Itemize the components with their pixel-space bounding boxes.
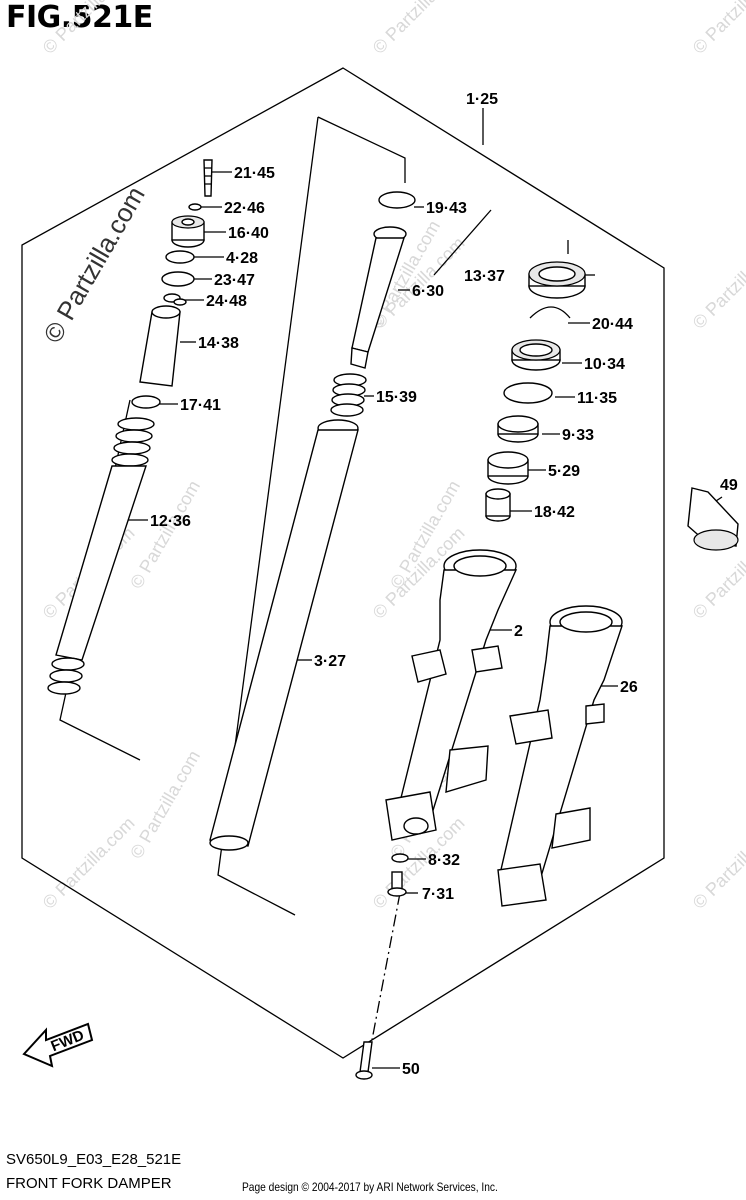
outer-tube-group-boundary (433, 209, 492, 276)
spring-seat-part (161, 271, 195, 287)
oil-seal-retainer-part (503, 382, 553, 404)
callout-2: 2 (514, 623, 523, 640)
callout-3: 3·27 (314, 653, 346, 670)
damper-rod-bolt-part (387, 871, 407, 897)
gasket-part (391, 853, 409, 863)
slide-metal-part (487, 451, 529, 485)
watermark: © Partzilla.com (39, 813, 139, 913)
spring-washer-part (131, 395, 161, 409)
reflector-part (687, 487, 739, 551)
washer-part (165, 250, 195, 264)
oil-seal-part (511, 339, 561, 371)
fork-spring-part (47, 417, 155, 695)
callout-1: 1·25 (466, 91, 498, 108)
figure-name: FRONT FORK DAMPER (6, 1175, 172, 1192)
callout-20: 20·44 (592, 316, 633, 333)
dust-seal-part (528, 261, 586, 299)
rebound-spring-part (330, 373, 367, 417)
oil-lock-piece-part (485, 488, 511, 522)
callout-15: 15·39 (376, 389, 417, 406)
callout-7: 7·31 (422, 886, 454, 903)
callout-14: 14·38 (198, 335, 239, 352)
callout-9: 9·33 (562, 427, 594, 444)
callout-19: 19·43 (426, 200, 467, 217)
callout-10: 10·34 (584, 356, 625, 373)
damper-group-boundary (317, 116, 406, 183)
callout-11: 11·35 (577, 390, 617, 407)
callout-23: 23·47 (214, 272, 255, 289)
watermark: © Partzilla.com (689, 0, 746, 58)
callout-4: 4·28 (226, 250, 258, 267)
watermark: © Partzilla.com (689, 233, 746, 333)
watermark-large: © Partzilla.com (37, 181, 151, 348)
watermark: © Partzilla.com (126, 747, 204, 862)
spacer-tube-part (139, 305, 181, 387)
watermark: © Partzilla.com (39, 0, 139, 58)
piston-ring-part (378, 191, 416, 209)
outer-tube-part (385, 549, 518, 841)
figure-title: FIG.521E (6, 0, 153, 35)
forward-direction-arrow: FWD (22, 1022, 94, 1068)
outer-tube-part (497, 605, 623, 907)
callout-49: 49 (720, 477, 738, 494)
callout-50: 50 (402, 1061, 420, 1078)
assembly-boundary (21, 67, 665, 1059)
callout-8: 8·32 (428, 852, 460, 869)
axle-pinch-bolt-part (355, 1041, 373, 1080)
watermark: © Partzilla.com (689, 813, 746, 913)
damper-group-boundary (217, 116, 319, 916)
lock-washer-part (163, 293, 187, 306)
cap-nut-part (171, 215, 205, 248)
guide-metal-part (497, 415, 539, 443)
callout-6: 6·30 (412, 283, 444, 300)
callout-22: 22·46 (224, 200, 265, 217)
callout-17: 17·41 (180, 397, 221, 414)
callout-labels: 1·25 21·45 22·46 16·40 4·28 23·47 24·48 … (150, 91, 738, 1078)
figure-code: SV650L9_E03_E28_521E (6, 1151, 182, 1168)
callout-5: 5·29 (548, 463, 580, 480)
fork-cap-bolt-part (203, 159, 213, 197)
callout-18: 18·42 (534, 504, 575, 521)
callout-21: 21·45 (234, 165, 275, 182)
watermark: © Partzilla.com (369, 0, 469, 58)
callout-12: 12·36 (150, 513, 191, 530)
callout-16: 16·40 (228, 225, 269, 242)
fwd-label: FWD (49, 1027, 87, 1056)
callout-26: 26 (620, 679, 638, 696)
copyright-credit: Page design © 2004-2017 by ARI Network S… (242, 1180, 498, 1194)
callout-13: 13·37 (464, 268, 505, 285)
oil-seal-stopper-ring-part (529, 306, 571, 319)
damper-rod-part (350, 226, 407, 369)
inner-tube-part (209, 419, 359, 851)
watermark: © Partzilla.com (126, 477, 204, 592)
callout-24: 24·48 (206, 293, 247, 310)
o-ring-part (188, 203, 202, 211)
